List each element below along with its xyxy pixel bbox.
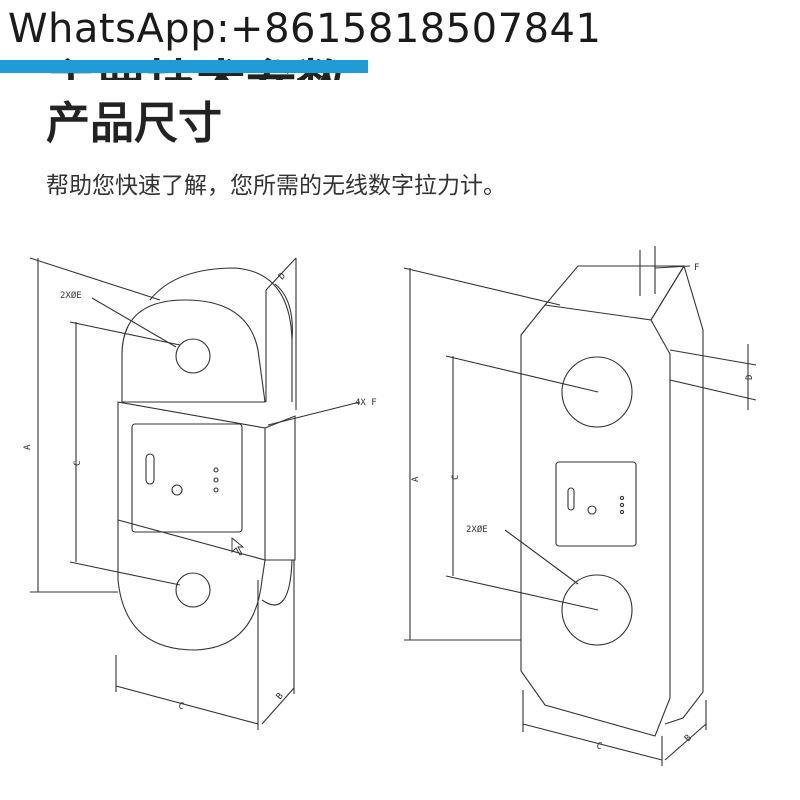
- left-label-c-vertical: C: [73, 461, 83, 466]
- left-label-holes: 2XØE: [60, 290, 82, 301]
- display-panel-right: [555, 461, 637, 547]
- usb-port-right: [567, 487, 575, 511]
- left-load-link-drawing: [29, 257, 361, 730]
- right-label-holes: 2XØE: [466, 524, 488, 535]
- page-subtitle: 帮助您快速了解，您所需的无线数字拉力计。: [46, 173, 506, 199]
- right-label-a: A: [411, 476, 421, 482]
- accent-bar: [0, 60, 368, 73]
- bottom-hole-right: [561, 574, 633, 646]
- left-label-c-width: C: [177, 701, 185, 712]
- whatsapp-watermark: WhatsApp:+8615818507841: [8, 2, 606, 56]
- right-label-c-vertical: C: [451, 475, 461, 480]
- right-load-link-drawing: [403, 246, 757, 766]
- top-hole-right: [561, 356, 633, 428]
- left-label-d: D: [277, 271, 288, 282]
- left-label-f: 4X F: [355, 398, 377, 408]
- right-label-f: F: [694, 263, 699, 273]
- left-label-a: A: [23, 444, 33, 450]
- usb-port: [145, 453, 155, 485]
- button-indicator: [171, 484, 183, 496]
- bottom-hole: [175, 572, 211, 608]
- page-title: 产品尺寸: [46, 98, 222, 149]
- display-panel: [131, 423, 243, 533]
- right-label-d: D: [745, 375, 755, 380]
- left-label-b: B: [275, 691, 286, 702]
- top-hole: [175, 338, 211, 374]
- right-label-b: B: [683, 733, 694, 744]
- right-label-c-width: C: [595, 741, 603, 752]
